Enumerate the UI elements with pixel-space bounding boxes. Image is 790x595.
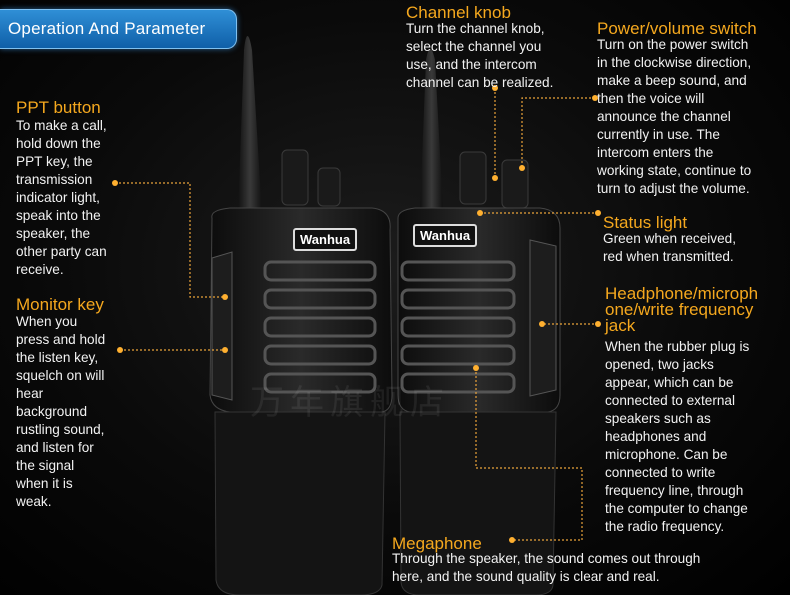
leader-lines: [115, 88, 598, 541]
left-side-buttons: [211, 251, 233, 401]
right-speaker-grille: [400, 260, 516, 394]
megaphone-title: Megaphone: [392, 534, 482, 553]
power-volume-desc: Turn on the power switch in the clockwis…: [597, 37, 752, 196]
status-light-desc: Green when received, red when transmitte…: [603, 231, 736, 264]
left-antenna: [238, 36, 262, 215]
store-watermark: 万年旗舰店: [250, 383, 450, 423]
right-antenna: [420, 49, 443, 210]
monitor-key-desc: When you press and hold the listen key, …: [16, 314, 106, 509]
ppt-button-title: PPT button: [16, 98, 101, 117]
right-battery: [399, 411, 557, 595]
power-volume-title: Power/volume switch: [597, 19, 757, 38]
right-side-panel: [529, 239, 557, 397]
left-battery: [214, 411, 386, 595]
left-radio-body: [209, 207, 393, 413]
brand-logo-right: Wanhua: [413, 224, 478, 247]
right-radio-body: [397, 207, 561, 413]
section-header: Operation And Parameter: [0, 9, 237, 49]
header-title: Operation And Parameter: [8, 19, 206, 38]
right-channel-knob: [459, 151, 487, 205]
left-speaker-grille: [263, 260, 377, 394]
channel-knob-desc: Turn the channel knob, select the channe…: [406, 21, 554, 90]
headphone-jack-desc: When the rubber plug is opened, two jack…: [605, 339, 750, 534]
headphone-jack-title: Headphone/microph one/write frequency ja…: [605, 284, 759, 335]
left-channel-knob: [281, 149, 309, 206]
left-volume-knob: [317, 167, 341, 207]
status-light-title: Status light: [603, 213, 688, 232]
leader-dots: [112, 85, 601, 543]
monitor-key-title: Monitor key: [16, 295, 104, 314]
megaphone-desc: Through the speaker, the sound comes out…: [392, 551, 701, 584]
ppt-button-desc: To make a call, hold down the PPT key, t…: [16, 118, 107, 277]
brand-logo-left: Wanhua: [293, 228, 358, 251]
channel-knob-title: Channel knob: [406, 3, 511, 22]
